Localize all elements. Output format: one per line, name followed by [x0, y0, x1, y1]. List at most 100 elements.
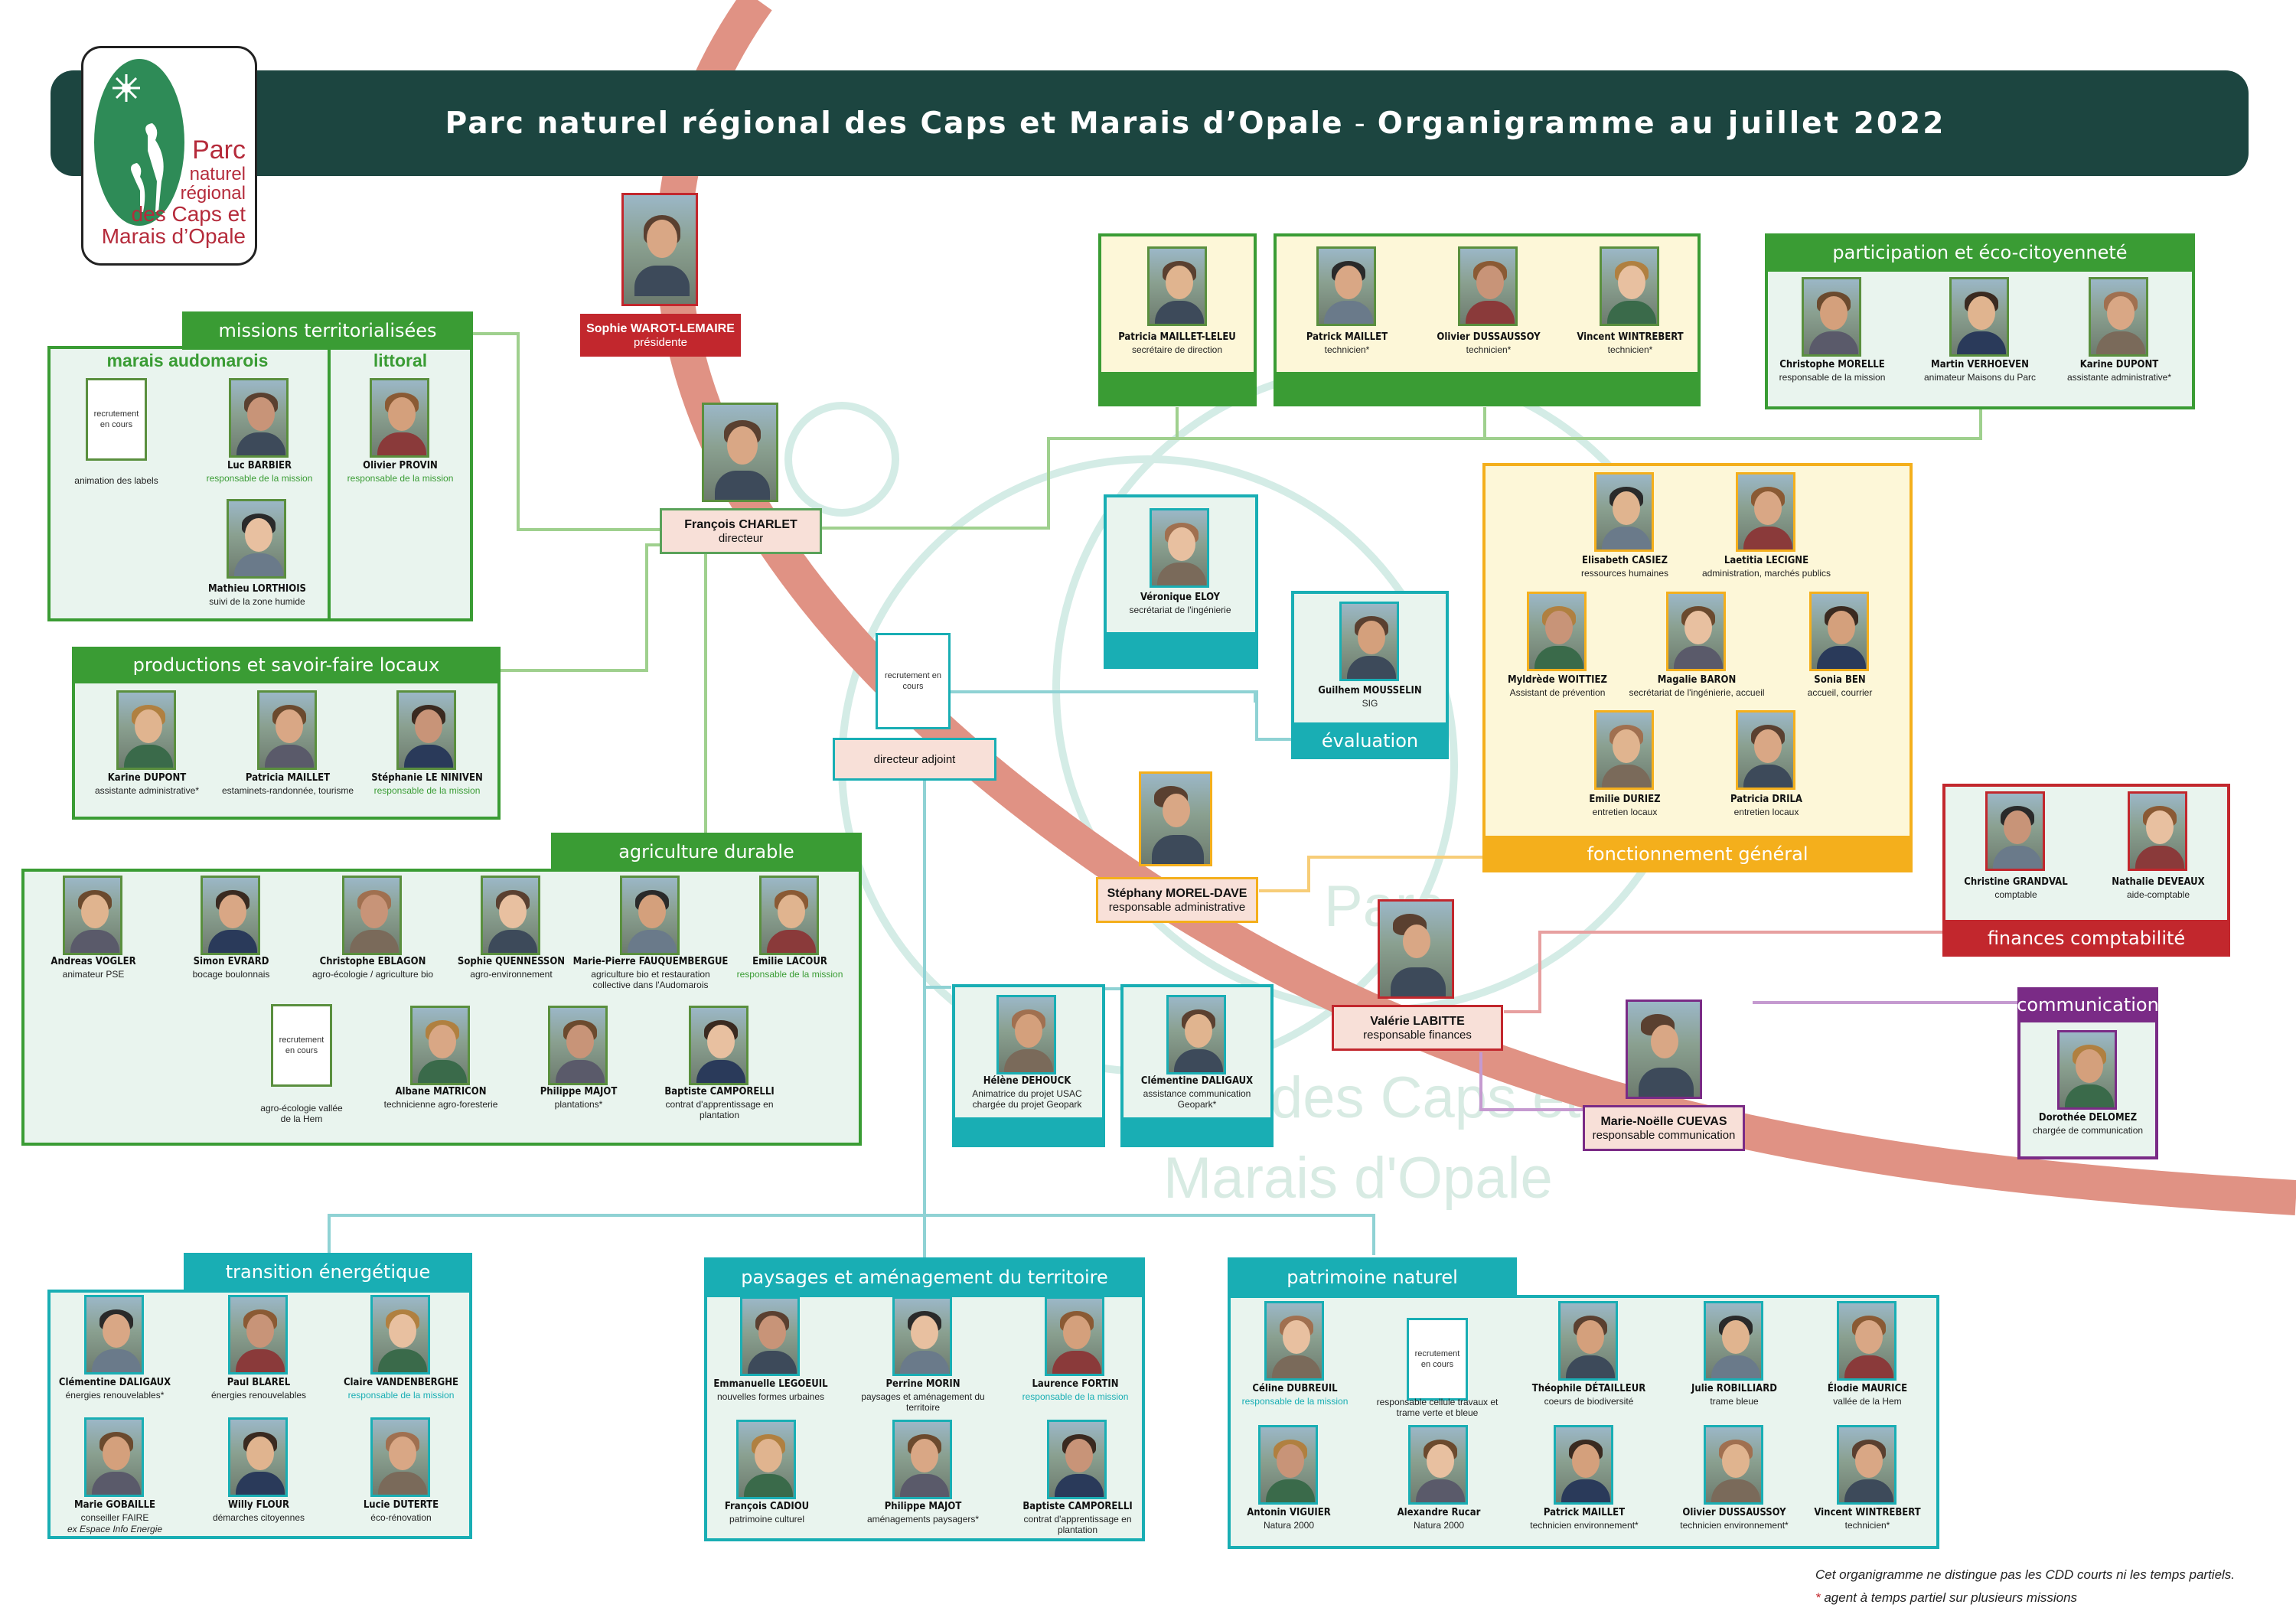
photo-geopark-0 [1166, 995, 1226, 1075]
person-role-patrimoine-7: technicien environnement* [1680, 1520, 1789, 1531]
person-role-participation-2: assistante administrative* [2066, 372, 2172, 383]
logo-line-3: régional [180, 182, 246, 204]
person-role-missions-1: suivi de la zone humide [209, 596, 305, 607]
photo-agriculture-8 [689, 1006, 748, 1085]
missions-divider [328, 346, 331, 621]
person-role-agriculture-5: responsable de la mission [736, 969, 843, 980]
photo-technicians-1 [1458, 246, 1518, 326]
person-role-fonctionnement-2: Assistant de prévention [1509, 687, 1606, 698]
person-name-agriculture-8: Baptiste CAMPORELLI [664, 1086, 775, 1097]
president-name: Sophie WAROT-LEMAIRE [586, 321, 735, 335]
person-name-communication-0: Dorothée DELOMEZ [2038, 1112, 2138, 1123]
photo-transition-4 [228, 1417, 288, 1497]
patrimoine-recruit-role: responsable cellule travaux et trame ver… [1376, 1397, 1499, 1418]
person-role-paysages-2: responsable de la mission [1022, 1391, 1129, 1402]
photo-fonctionnement-0 [1594, 472, 1654, 552]
person-name-patrimoine-7: Olivier DUSSAUSSOY [1682, 1507, 1786, 1518]
deputy-recruit-card: recrutement en cours [876, 633, 951, 729]
person-name-productions-2: Stéphanie LE NINIVEN [371, 772, 483, 784]
person-name-patrimoine-5: Alexandre Rucar [1397, 1507, 1481, 1518]
person-role-patrimoine-5: Natura 2000 [1413, 1520, 1465, 1531]
team-agriculture-title: agriculture durable [551, 833, 862, 871]
photo-agriculture-6 [410, 1006, 470, 1085]
person-name-missions-1: Mathieu LORTHIOIS [208, 583, 306, 595]
comm-resp-name: Marie-Noëlle CUEVAS [1600, 1114, 1727, 1128]
team-missions-title: missions territorialisées [182, 311, 473, 350]
photo-patrimoine-2 [1704, 1301, 1763, 1381]
person-role-agriculture-8: contrat d'apprentissage en plantation [665, 1099, 774, 1120]
photo-evaluation-0 [1339, 602, 1399, 681]
connector-bottom-row [328, 1214, 1375, 1255]
person-name-fonctionnement-5: Emilie DURIEZ [1589, 794, 1661, 805]
missions-recruit-role: animation des labels [74, 475, 158, 486]
connector-finances [1504, 931, 1944, 1013]
photo-productions-2 [396, 690, 456, 770]
person-name-transition-2: Claire VANDENBERGHE [343, 1377, 459, 1388]
photo-transition-5 [370, 1417, 430, 1497]
logo-line-5: Marais d’Opale [101, 224, 246, 249]
photo-transition-0 [84, 1295, 144, 1375]
footnote-star: * [1815, 1590, 1821, 1605]
photo-patrimoine-0 [1264, 1301, 1324, 1381]
person-name-usac-0: Hélène DEHOUCK [983, 1075, 1071, 1087]
person-role2-transition-3: ex Espace Info Energie [67, 1524, 163, 1534]
person-role-paysages-3: patrimoine culturel [729, 1514, 805, 1525]
park-logo: Parc naturel régional des Caps et Marais… [81, 46, 257, 266]
team-secretariat-bar [1098, 372, 1257, 406]
person-role-fonctionnement-0: ressources humaines [1580, 568, 1669, 579]
person-role-usac-0: Animatrice du projet USAC chargée du pro… [972, 1088, 1082, 1110]
person-role-patrimoine-2: trame bleue [1710, 1396, 1759, 1407]
person-role-missions-2: responsable de la mission [347, 473, 454, 484]
photo-agriculture-2 [342, 876, 402, 955]
photo-patrimoine-1 [1558, 1301, 1618, 1381]
person-name-fonctionnement-3: Magalie BARON [1657, 674, 1737, 686]
footnote-2-text: agent à temps partiel sur plusieurs miss… [1820, 1590, 2078, 1605]
person-role-geopark-0: assistance communication Geopark* [1143, 1088, 1251, 1110]
person-role-transition-5: éco-rénovation [370, 1512, 432, 1523]
person-role-agriculture-4: agriculture bio et restauration collecti… [591, 969, 710, 990]
person-role-patrimoine-8: technicien* [1844, 1520, 1890, 1531]
person-name-finances-0: Christine GRANDVAL [1964, 876, 2068, 888]
photo-patrimoine-6 [1554, 1425, 1613, 1505]
deputy-label-box: directeur adjoint [833, 738, 996, 781]
person-role-transition-4: démarches citoyennes [212, 1512, 305, 1523]
person-role-fonctionnement-4: accueil, courrier [1807, 687, 1873, 698]
photo-patrimoine-3 [1837, 1301, 1896, 1381]
person-name-transition-0: Clémentine DALIGAUX [58, 1377, 171, 1388]
person-name-agriculture-1: Simon EVRARD [193, 956, 269, 967]
photo-paysages-5 [1047, 1420, 1107, 1499]
photo-paysages-0 [740, 1296, 800, 1376]
person-name-paysages-1: Perrine MORIN [885, 1378, 960, 1390]
person-name-participation-2: Karine DUPONT [2079, 359, 2159, 370]
person-role-missions-0: responsable de la mission [206, 473, 313, 484]
person-role-ingenierie-0: secrétariat de l'ingénierie [1129, 605, 1231, 615]
photo-agriculture-7 [548, 1006, 608, 1085]
photo-missions-0 [229, 378, 289, 458]
deputy-role: directeur adjoint [873, 752, 956, 766]
photo-fonctionnement-2 [1527, 592, 1587, 671]
photo-technicians-2 [1600, 246, 1659, 326]
person-role-transition-1: énergies renouvelables [210, 1390, 307, 1401]
person-role-participation-0: responsable de la mission [1779, 372, 1886, 383]
photo-communication-0 [2057, 1030, 2117, 1110]
person-name-patrimoine-3: Élodie MAURICE [1827, 1383, 1908, 1394]
team-usac-bar [952, 1117, 1105, 1147]
president-label-box: Sophie WAROT-LEMAIRE présidente [580, 314, 741, 357]
photo-finances-0 [1985, 791, 2045, 871]
photo-agriculture-4 [620, 876, 680, 955]
photo-paysages-3 [736, 1420, 796, 1499]
photo-productions-1 [257, 690, 317, 770]
photo-director [702, 403, 778, 502]
person-name-productions-1: Patricia MAILLET [245, 772, 331, 784]
photo-missions-2 [370, 378, 429, 458]
photo-paysages-2 [1045, 1296, 1104, 1376]
finance-resp-role: responsable finances [1363, 1028, 1472, 1042]
team-transition-title: transition énergétique [184, 1253, 472, 1291]
agriculture-recruit-text: recrutement en cours [279, 1035, 325, 1055]
logo-text: Parc naturel régional des Caps et Marais… [101, 136, 246, 249]
photo-admin-resp [1139, 771, 1212, 866]
person-role-agriculture-1: bocage boulonnais [192, 969, 270, 980]
connector-communication [1479, 1052, 1584, 1111]
team-fonctionnement-title: fonctionnement général [1482, 836, 1913, 872]
person-role-fonctionnement-6: entretien locaux [1733, 807, 1799, 817]
